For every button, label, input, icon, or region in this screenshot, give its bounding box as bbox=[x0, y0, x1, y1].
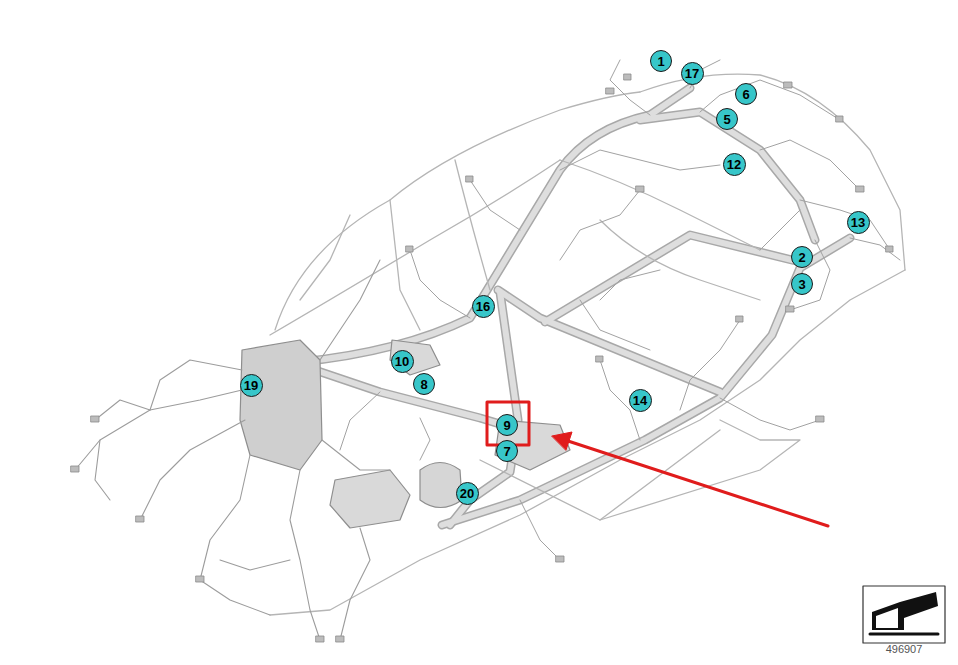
callout-circle: 5 bbox=[716, 108, 738, 130]
callout-number: 8 bbox=[420, 378, 427, 391]
callout-circle: 17 bbox=[681, 62, 704, 85]
callout-number: 1 bbox=[657, 55, 664, 68]
callout-circle: 2 bbox=[791, 246, 813, 268]
callout-number: 13 bbox=[851, 216, 865, 229]
callout-circle: 16 bbox=[472, 295, 495, 318]
callout-circle: 13 bbox=[847, 211, 870, 234]
figure-number: 496907 bbox=[886, 643, 923, 655]
callout-circle: 14 bbox=[629, 389, 652, 412]
callout-circle: 10 bbox=[391, 350, 414, 373]
callout-number: 20 bbox=[460, 487, 474, 500]
callout-number: 9 bbox=[503, 419, 510, 432]
callout-circle: 1 bbox=[650, 50, 672, 72]
callout-circle: 19 bbox=[240, 374, 263, 397]
callout-circle: 6 bbox=[735, 83, 757, 105]
callout-number: 3 bbox=[798, 278, 805, 291]
callout-number: 5 bbox=[723, 113, 730, 126]
callout-circle: 8 bbox=[413, 373, 435, 395]
callout-circle: 7 bbox=[496, 440, 518, 462]
callout-circle: 3 bbox=[791, 273, 813, 295]
callout-circle: 9 bbox=[496, 414, 518, 436]
callout-circle: 20 bbox=[456, 482, 479, 505]
callout-number: 17 bbox=[685, 67, 699, 80]
callout-number: 10 bbox=[395, 355, 409, 368]
callout-number: 7 bbox=[503, 445, 510, 458]
callout-number: 16 bbox=[476, 300, 490, 313]
callout-number: 2 bbox=[798, 251, 805, 264]
callout-number: 14 bbox=[633, 394, 647, 407]
callout-number: 6 bbox=[742, 88, 749, 101]
callout-number: 19 bbox=[244, 379, 258, 392]
callout-circle: 12 bbox=[723, 153, 746, 176]
callout-number: 12 bbox=[727, 158, 741, 171]
